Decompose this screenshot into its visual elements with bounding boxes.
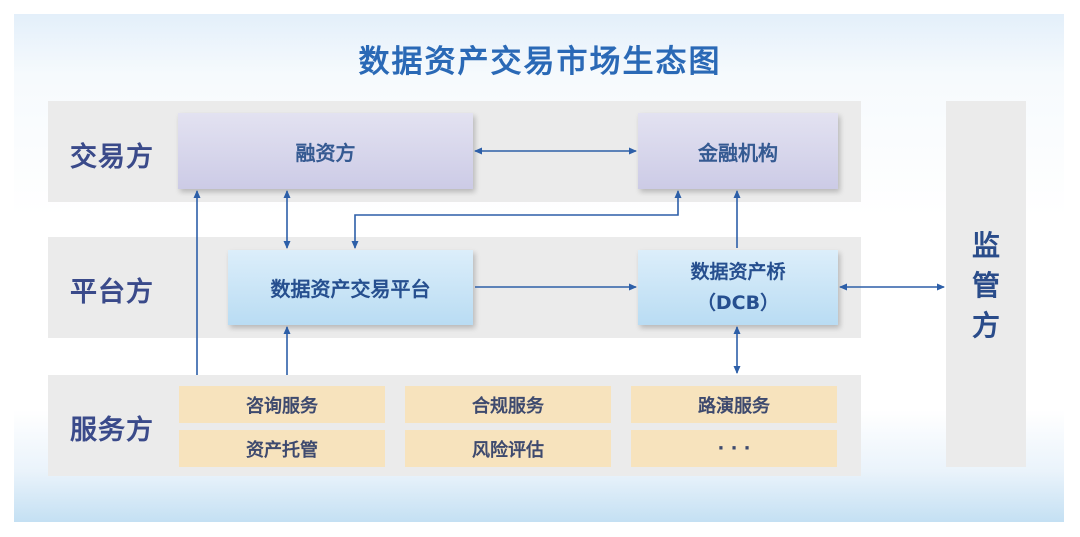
service-compliance: 合规服务 (405, 386, 611, 423)
service-roadshow: 路演服务 (631, 386, 837, 423)
service-risk-assessment: 风险评估 (405, 430, 611, 467)
tier-label-trader: 交易方 (70, 142, 154, 173)
node-financial-institution-label: 金融机构 (698, 140, 778, 165)
node-bridge-label-line1: 数据资产桥 (690, 260, 786, 283)
service-more: · · · (631, 430, 837, 467)
node-financial-institution: 金融机构 (638, 113, 838, 189)
node-financier: 融资方 (178, 113, 473, 189)
node-financier-label: 融资方 (295, 140, 356, 165)
regulator-char-1: 监 (971, 229, 1000, 262)
regulator-char-3: 方 (971, 309, 1000, 342)
node-data-asset-bridge: 数据资产桥 （DCB） (638, 250, 838, 325)
node-trading-platform-label: 数据资产交易平台 (270, 277, 431, 301)
tier-label-service: 服务方 (70, 415, 154, 446)
diagram-title: 数据资产交易市场生态图 (358, 44, 722, 80)
service-consulting: 咨询服务 (179, 386, 385, 423)
arrow-institution-platform (351, 190, 682, 249)
node-trading-platform: 数据资产交易平台 (228, 250, 473, 325)
regulator-char-2: 管 (971, 269, 1000, 302)
regulator-label: 监 管 方 (946, 226, 1026, 346)
regulator-box (946, 101, 1026, 467)
service-custody: 资产托管 (179, 430, 385, 467)
tier-label-platform: 平台方 (70, 277, 154, 308)
node-bridge-label-line2: （DCB） (696, 291, 780, 314)
